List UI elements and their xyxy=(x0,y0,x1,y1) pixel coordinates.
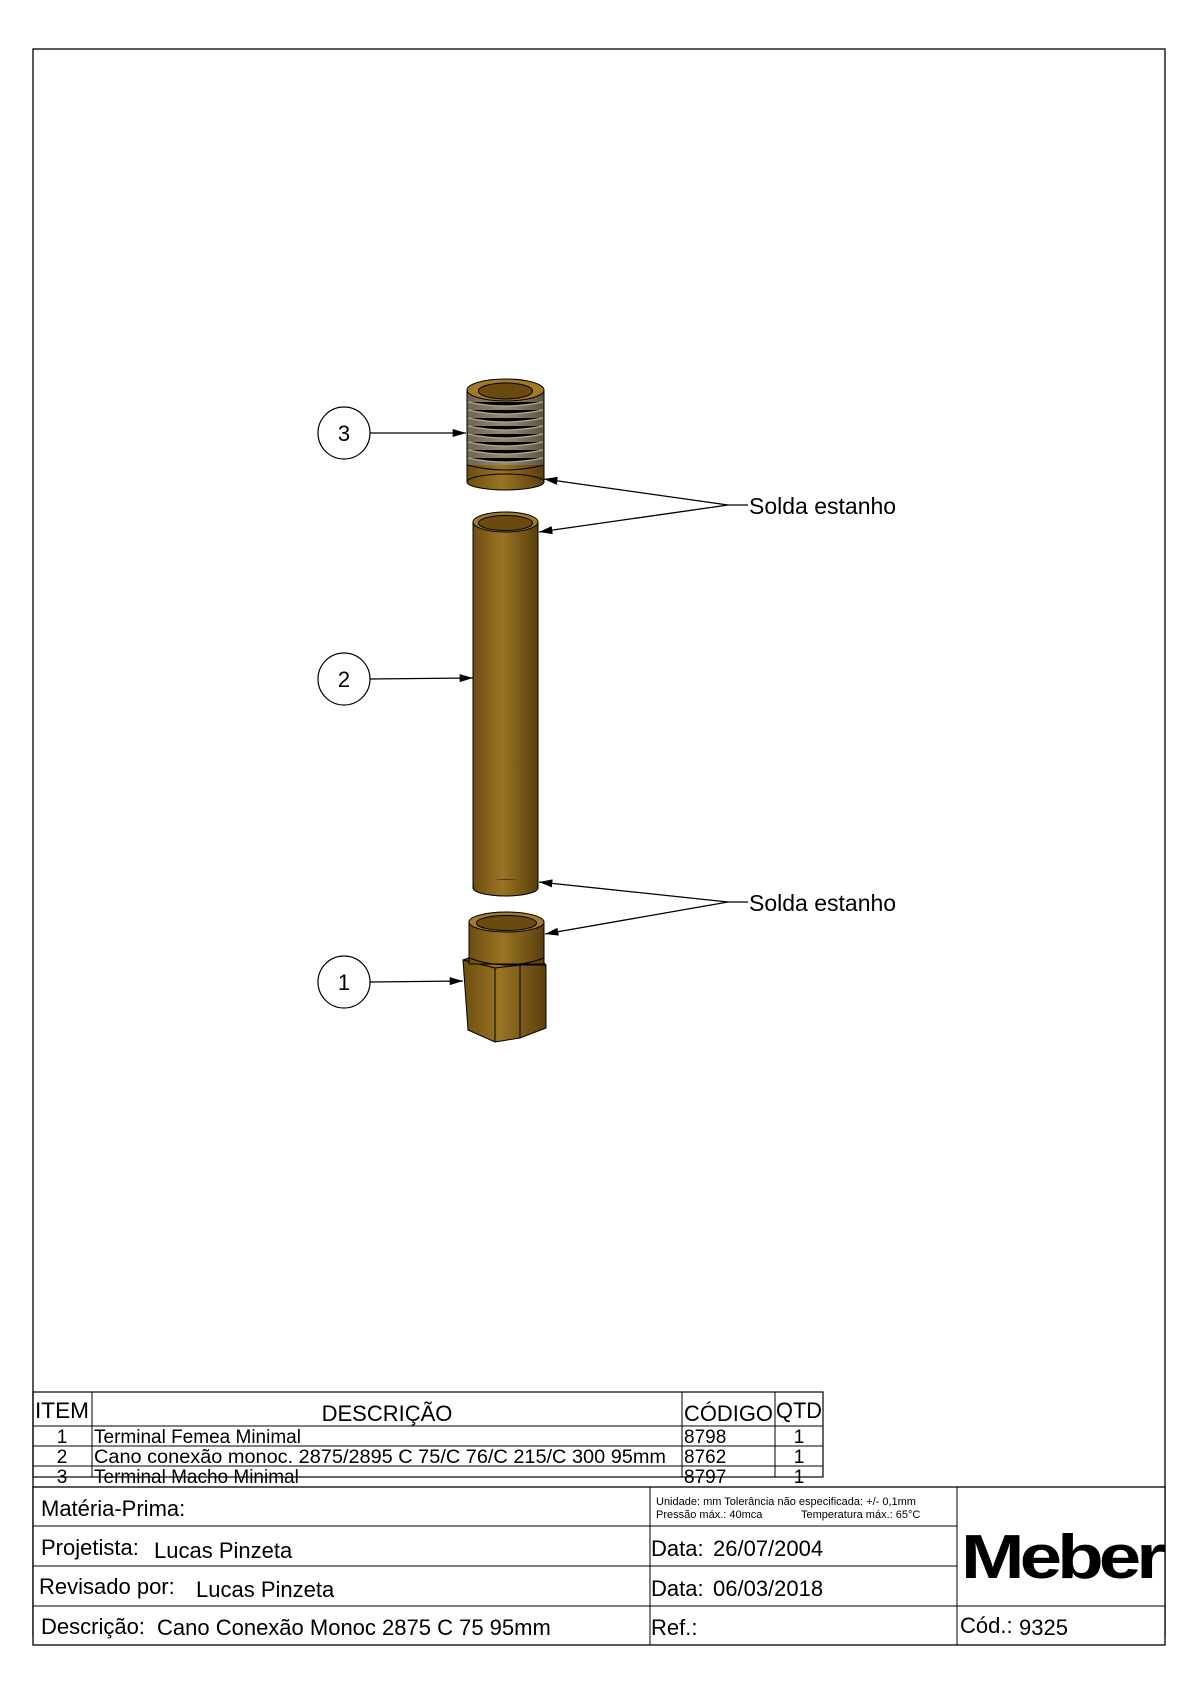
svg-text:3: 3 xyxy=(338,421,350,446)
weld-callout-top: Solda estanho xyxy=(538,476,896,535)
bom-row: 3 Terminal Macho Minimal 8797 1 xyxy=(57,1467,805,1488)
revisado-value: Lucas Pinzeta xyxy=(196,1577,335,1602)
revisado-label: Revisado por: xyxy=(39,1574,175,1599)
notes-temperature: Temperatura máx.: 65°C xyxy=(801,1509,920,1521)
cod-value: 9325 xyxy=(1019,1615,1068,1640)
data-revision-label: Data: xyxy=(651,1576,704,1601)
bom-row: 1 Terminal Femea Minimal 8798 1 xyxy=(57,1427,805,1448)
bom-header-code: CÓDIGO xyxy=(684,1401,773,1426)
svg-text:8762: 8762 xyxy=(684,1447,726,1468)
svg-text:Solda estanho: Solda estanho xyxy=(749,493,896,519)
bom-row: 2 Cano conexão monoc. 2875/2895 C 75/C 7… xyxy=(57,1447,805,1468)
materia-prima-label: Matéria-Prima: xyxy=(41,1496,185,1521)
svg-text:3: 3 xyxy=(57,1467,68,1488)
thread-lines xyxy=(467,401,544,463)
data-creation-label: Data: xyxy=(651,1536,704,1561)
title-block: Matéria-Prima: Unidade: mm Tolerância nã… xyxy=(32,1486,1170,1646)
weld-callout-bottom: Solda estanho xyxy=(538,879,896,936)
meber-logo: Meber xyxy=(961,1523,1166,1592)
svg-text:1: 1 xyxy=(338,970,350,995)
bill-of-materials-table: ITEM DESCRIÇÃO CÓDIGO QTD 1 Terminal Fem… xyxy=(32,1391,824,1488)
svg-text:Terminal Macho Minimal: Terminal Macho Minimal xyxy=(94,1467,299,1488)
part-2-cano xyxy=(472,511,539,897)
svg-text:1: 1 xyxy=(794,1427,805,1448)
descricao-value: Cano Conexão Monoc 2875 C 75 95mm xyxy=(157,1615,551,1640)
svg-text:Cano conexão monoc. 2875/2895: Cano conexão monoc. 2875/2895 C 75/C 76/… xyxy=(94,1447,666,1468)
svg-text:Terminal Femea Minimal: Terminal Femea Minimal xyxy=(94,1427,301,1448)
bom-header-description: DESCRIÇÃO xyxy=(322,1401,453,1426)
bom-header-qty: QTD xyxy=(776,1398,822,1423)
svg-text:1: 1 xyxy=(794,1447,805,1468)
balloon-3: 3 xyxy=(317,406,466,460)
svg-text:1: 1 xyxy=(57,1427,68,1448)
part-1-terminal-femea xyxy=(462,911,547,1043)
sheet-border xyxy=(32,48,1166,1636)
balloon-1: 1 xyxy=(317,955,464,1009)
projetista-label: Projetista: xyxy=(41,1535,139,1560)
bom-header-item: ITEM xyxy=(35,1398,89,1423)
projetista-value: Lucas Pinzeta xyxy=(154,1538,293,1563)
svg-text:1: 1 xyxy=(794,1467,805,1488)
svg-text:2: 2 xyxy=(338,667,350,692)
notes-pressure: Pressão máx.: 40mca xyxy=(656,1509,763,1521)
svg-text:Solda estanho: Solda estanho xyxy=(749,890,896,916)
descricao-label: Descrição: xyxy=(41,1614,145,1639)
data-revision-value: 06/03/2018 xyxy=(713,1576,823,1601)
balloon-2: 2 xyxy=(317,652,474,706)
notes-line-1: Unidade: mm Tolerância não especificada:… xyxy=(656,1496,916,1508)
cod-label: Cód.: xyxy=(960,1613,1013,1638)
part-3-terminal-macho xyxy=(466,378,545,491)
data-creation-value: 26/07/2004 xyxy=(713,1536,823,1561)
svg-text:8797: 8797 xyxy=(684,1467,726,1488)
ref-label: Ref.: xyxy=(651,1615,697,1640)
svg-text:8798: 8798 xyxy=(684,1427,726,1448)
svg-text:2: 2 xyxy=(57,1447,68,1468)
